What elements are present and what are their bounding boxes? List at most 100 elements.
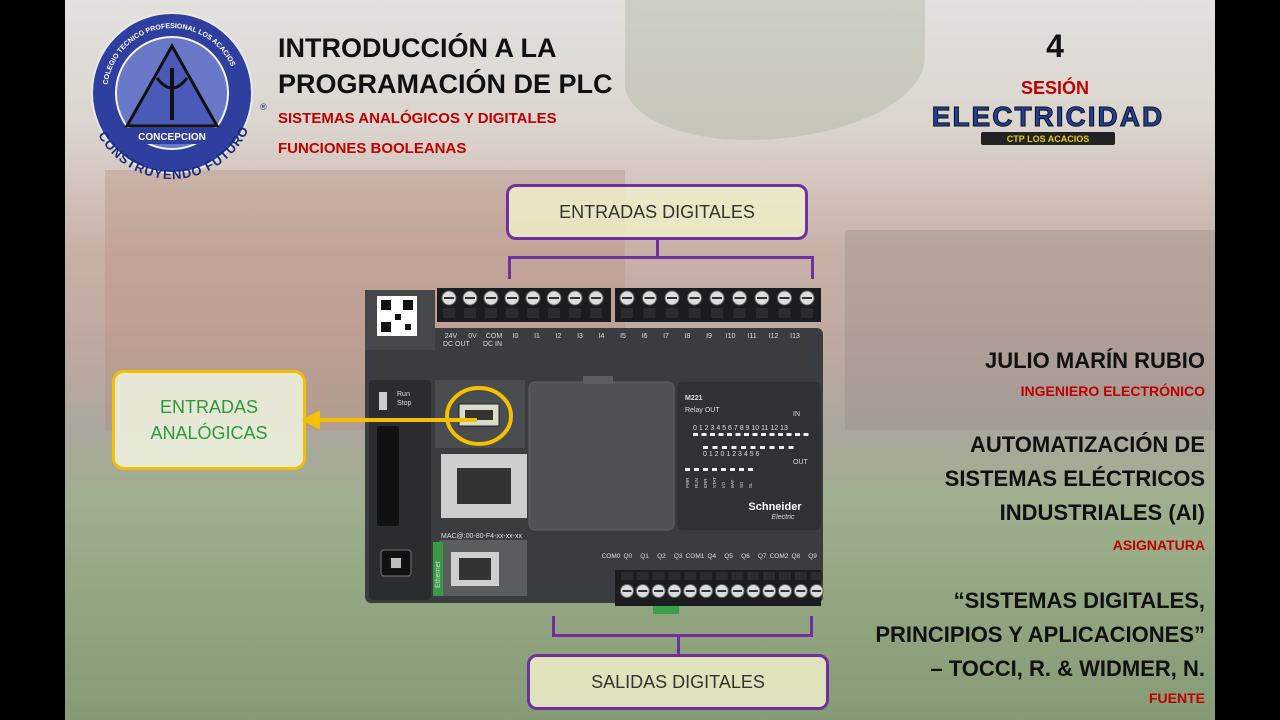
relay-label: Relay OUT (685, 407, 720, 414)
plc-m221-diagram: 24V 0V COM I0 I1 I2 I3 I4 I5 I6 I7 I8 I9 I10 I11 I12 I13… (365, 288, 824, 614)
input-label: I4 (599, 333, 605, 340)
status-led-label: SD (739, 481, 744, 488)
output-label: Q9 (808, 553, 817, 560)
input-label: I13 (790, 333, 800, 340)
plc-center-cover (528, 381, 675, 531)
slide-title: INTRODUCCIÓN A LA PROGRAMACIÓN DE PLC (278, 30, 718, 102)
status-led-label: PWR (685, 477, 690, 488)
logo-ribbon-text: CONCEPCION (138, 132, 206, 143)
input-label: I2 (556, 333, 562, 340)
analog-label-line-1: ENTRADAS (159, 397, 258, 417)
input-label: I10 (726, 333, 736, 340)
ethernet-tag (433, 542, 443, 596)
input-label: I9 (706, 333, 712, 340)
course-tag: ASIGNATURA (1112, 537, 1205, 553)
title-line-1: INTRODUCCIÓN A LA (278, 33, 557, 63)
sd-card-slot (377, 426, 399, 526)
brand-sub: CTP LOS ACACIOS (1007, 134, 1090, 144)
input-label: I3 (577, 333, 583, 340)
input-labels: 24V 0V COM I0 I1 I2 I3 I4 I5 I6 I7 I8 I9 I10 I11 I12 I13 (445, 333, 800, 340)
output-terminal-screws (620, 572, 824, 598)
input-label: I1 (534, 333, 540, 340)
led-in-row: 0 1 2 3 4 5 6 7 8 9 10 11 12 13 (693, 425, 788, 432)
electricidad-brand-logo: ELECTRICIDAD CTP LOS ACACIOS (931, 101, 1164, 145)
dc-out-label: DC OUT (443, 341, 471, 348)
background-building-right (845, 230, 1215, 430)
brand-electric: Electric (772, 514, 795, 521)
registered-mark: ® (260, 102, 267, 112)
out-tag: OUT (793, 459, 809, 466)
input-label: I5 (620, 333, 626, 340)
status-leds: PWR RUN ERR STAT I/O BAT SD SL (685, 433, 809, 488)
output-label: COM1 (686, 553, 705, 560)
label-entradas-analogicas: ENTRADAS ANALÓGICAS (112, 370, 306, 470)
analog-highlight-ring (445, 386, 513, 446)
output-label: COM2 (770, 553, 789, 560)
source-tag: FUENTE (1149, 690, 1205, 706)
input-label: 0V (468, 333, 477, 340)
status-led-label: SL (748, 482, 753, 488)
label-entradas-digitales: ENTRADAS DIGITALES (506, 184, 808, 240)
dc-in-label: DC IN (483, 341, 502, 348)
input-label: COM (486, 333, 503, 340)
status-led-label: STAT (712, 477, 717, 488)
mac-label: MAC@:00-80-F4-xx-xx-xx (441, 533, 523, 540)
course-line-1: AUTOMATIZACIÓN DE (969, 432, 1205, 457)
output-label: Q2 (657, 553, 666, 560)
subtitle-topic-2: FUNCIONES BOOLEANAS (278, 140, 467, 157)
brand-schneider: Schneider (748, 501, 802, 513)
status-led-label: RUN (694, 478, 699, 488)
input-label: I12 (769, 333, 779, 340)
school-logo-icon: COLEGIO TECNICO PROFESIONAL LOS ACACIOS … (91, 12, 267, 182)
input-terminal-screws (441, 290, 815, 318)
session-number: 4 (1046, 28, 1064, 64)
led-out-row: 0 1 2 0 1 2 3 4 5 6 (703, 451, 760, 458)
input-label: I11 (747, 333, 756, 340)
bracket-salidas (552, 616, 813, 637)
output-label: Q3 (674, 553, 683, 560)
title-line-2: PROGRAMACIÓN DE PLC (278, 69, 613, 99)
brand-wordmark: ELECTRICIDAD (932, 101, 1164, 132)
output-label: Q4 (707, 553, 716, 560)
session-label: SESIÓN (1020, 78, 1090, 98)
plc-status-panel (677, 382, 821, 530)
bracket-entradas-stem (656, 238, 659, 256)
bracket-entradas (508, 256, 814, 279)
run-stop-switch (379, 392, 387, 410)
input-label: I7 (663, 333, 669, 340)
output-label: Q7 (758, 553, 767, 560)
output-label: COM0 (602, 553, 621, 560)
ethernet-label: Ethernet (435, 561, 442, 588)
run-label: Run (397, 391, 410, 398)
label-salidas-digitales: SALIDAS DIGITALES (527, 654, 829, 710)
output-label: Q1 (640, 553, 649, 560)
bracket-salidas-stem (677, 634, 680, 654)
course-line-3: INDUSTRIALES (AI) (999, 500, 1205, 525)
input-label: I6 (642, 333, 648, 340)
analog-label-line-2: ANALÓGICAS (150, 423, 268, 443)
author-role: INGENIERO ELECTRÓNICO (1020, 383, 1205, 399)
slide: COLEGIO TECNICO PROFESIONAL LOS ACACIOS … (65, 0, 1215, 720)
input-label: I0 (513, 333, 519, 340)
in-tag: IN (793, 411, 800, 418)
terminal-strip-inputs-1 (437, 288, 611, 322)
input-label: 24V (445, 333, 458, 340)
output-label: Q8 (791, 553, 800, 560)
output-label: Q6 (741, 553, 750, 560)
author-name: JULIO MARÍN RUBIO (985, 348, 1205, 373)
source-line-3: – TOCCI, R. & WIDMER, N. (930, 656, 1205, 681)
stop-label: Stop (397, 400, 412, 407)
course-line-2: SISTEMAS ELÉCTRICOS (944, 466, 1205, 491)
output-label: Q0 (623, 553, 632, 560)
analog-arrow-icon (302, 410, 477, 430)
status-led-label: BAT (730, 479, 735, 488)
output-label: Q5 (724, 553, 733, 560)
subtitle-topic-1: SISTEMAS ANALÓGICOS Y DIGITALES (278, 110, 557, 127)
source-line-1: “SISTEMAS DIGITALES, (953, 588, 1205, 613)
input-label: I8 (685, 333, 691, 340)
status-led-label: ERR (703, 478, 708, 488)
source-line-2: PRINCIPIOS Y APLICACIONES” (875, 622, 1205, 647)
model-label: M221 (685, 395, 703, 402)
status-led-label: I/O (721, 481, 726, 488)
